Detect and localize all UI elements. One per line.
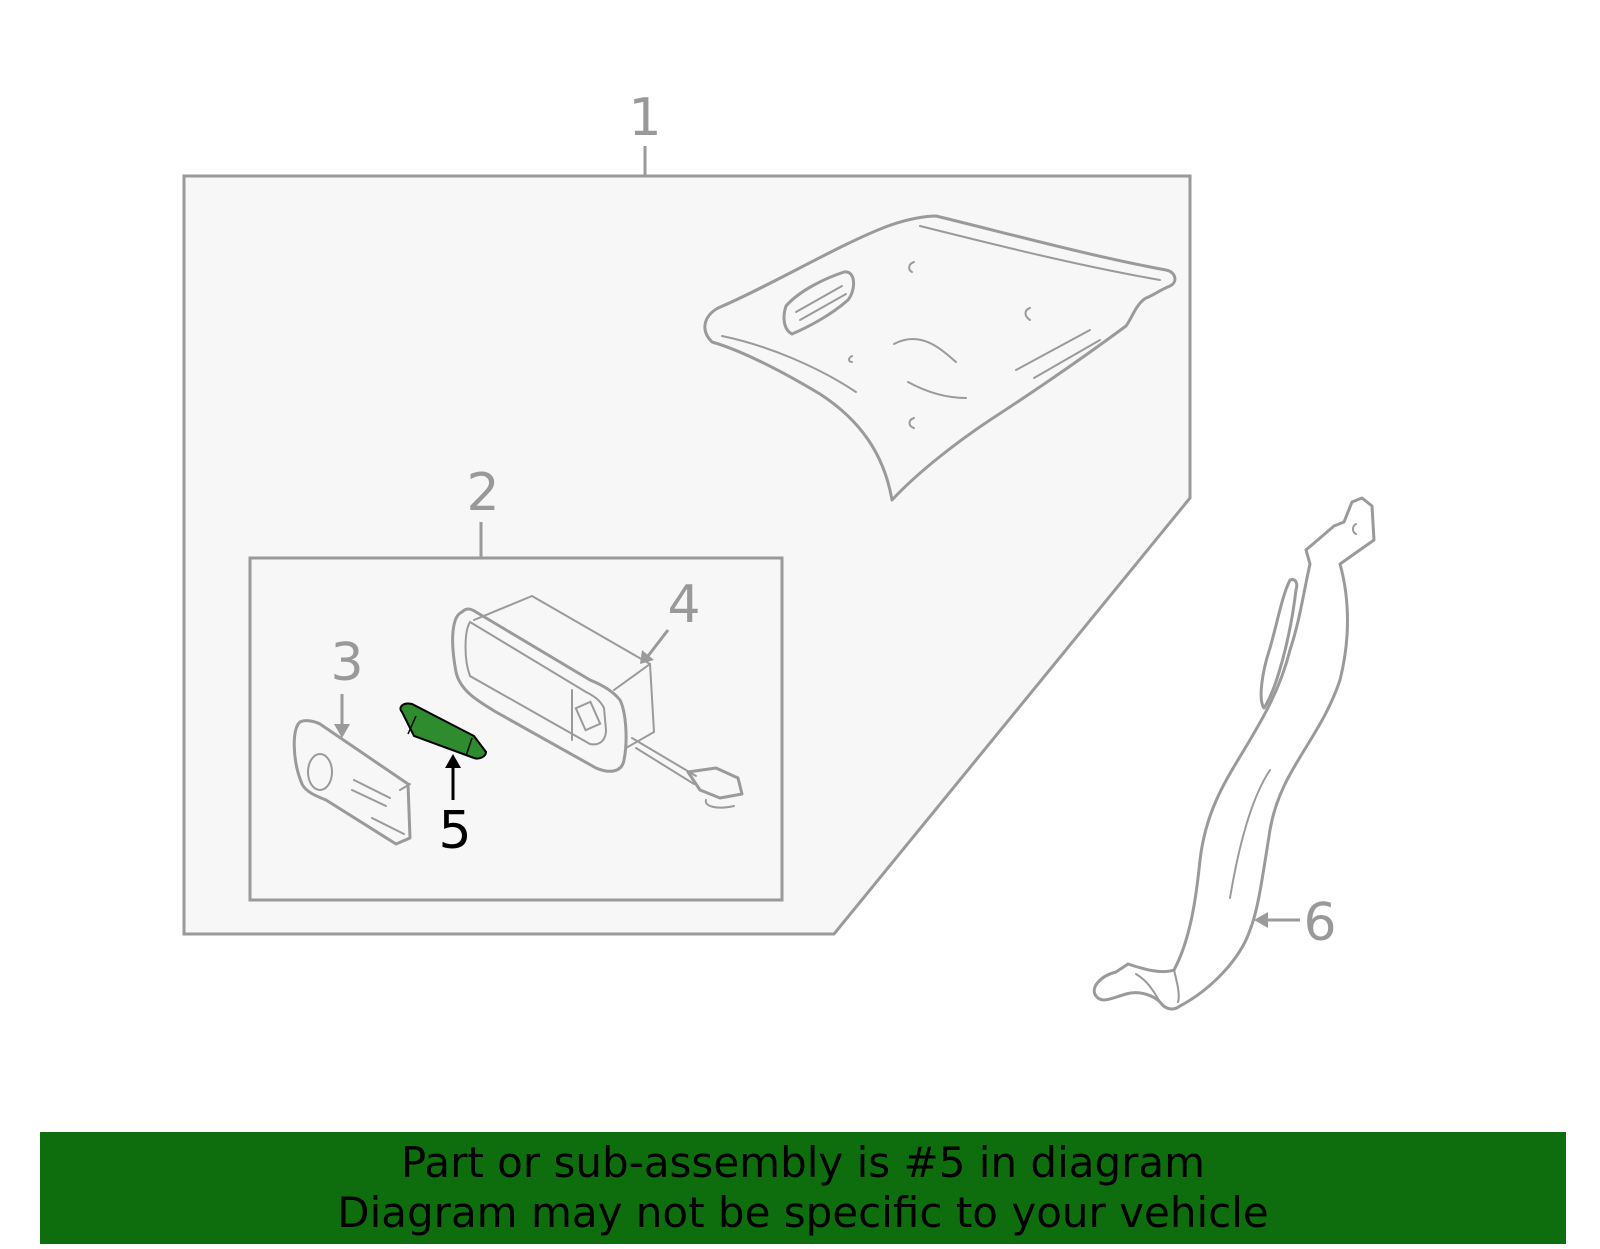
callout-2: 2 [466,463,499,523]
part-5-bulb [399,702,488,800]
banner-line-2: Diagram may not be specific to your vehi… [337,1188,1269,1237]
part-3-lens [292,694,412,846]
callout-3: 3 [330,633,363,693]
banner-line-1: Part or sub-assembly is #5 in diagram [400,1138,1206,1187]
assembly-2-box [248,522,784,902]
rear-shelf-trim [703,214,1177,502]
callout-1: 1 [628,88,661,148]
info-banner: Part or sub-assembly is #5 in diagram Di… [40,1132,1566,1244]
part-4-lamp-housing [451,595,744,809]
callout-4: 4 [667,575,700,635]
part-6-bracket [1092,496,1376,1011]
callout-5: 5 [438,801,471,861]
callout-6: 6 [1303,893,1336,953]
